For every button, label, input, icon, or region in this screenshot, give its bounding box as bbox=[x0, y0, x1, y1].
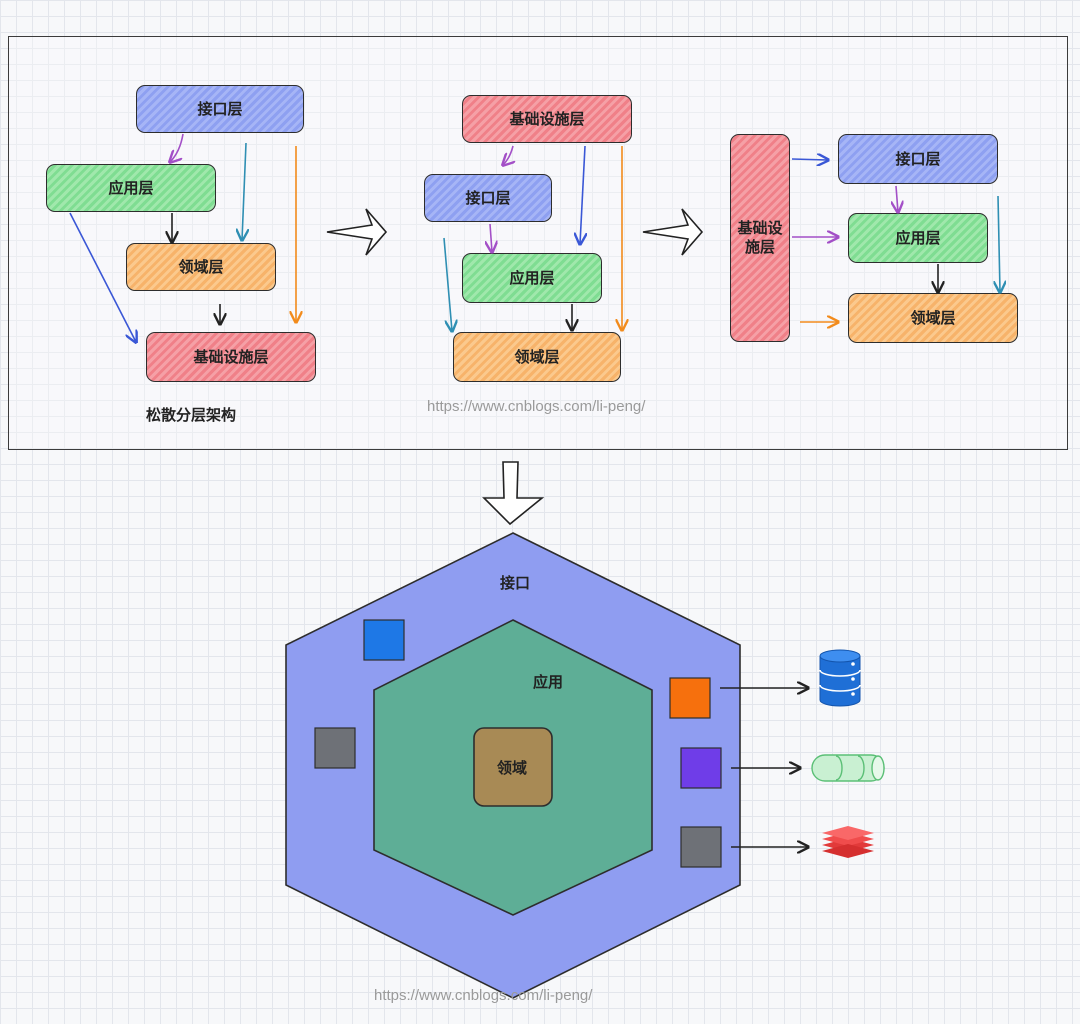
interface-layer-label: 接口层 bbox=[895, 149, 941, 168]
port-orange-square bbox=[669, 677, 711, 719]
application-layer-label: 应用层 bbox=[509, 268, 555, 287]
domain-layer-label: 领域层 bbox=[178, 257, 224, 276]
infrastructure-layer-label: 基础设 施层 bbox=[737, 219, 783, 256]
layered-caption: 松散分层架构 bbox=[146, 406, 237, 424]
application-layer-label: 应用层 bbox=[895, 228, 941, 247]
port-purple-square bbox=[680, 747, 722, 789]
domain-layer-label: 领域层 bbox=[514, 347, 560, 366]
dip-arrows bbox=[443, 145, 622, 331]
transition-arrow-down bbox=[482, 461, 545, 526]
arrow-interface-to-application-2 bbox=[490, 223, 492, 252]
application-layer-label: 应用层 bbox=[108, 178, 154, 197]
arrow-interface-to-application bbox=[170, 133, 184, 162]
database-icon bbox=[819, 649, 861, 707]
infrastructure-layer-label: 基础设施层 bbox=[193, 347, 269, 366]
arrow-interface-to-domain-3 bbox=[998, 195, 1000, 292]
moved-arrows bbox=[791, 159, 1000, 322]
watermark-top: https://www.cnblogs.com/li-peng/ bbox=[427, 398, 646, 415]
interface-layer-box-1: 接口层 bbox=[136, 85, 304, 133]
infrastructure-layer-label: 基础设施层 bbox=[509, 109, 585, 128]
arrow-infra-to-interface bbox=[503, 145, 513, 165]
interface-layer-label: 接口层 bbox=[465, 188, 511, 207]
infrastructure-layer-box-2: 基础设施层 bbox=[462, 95, 632, 143]
watermark-bottom: https://www.cnblogs.com/li-peng/ bbox=[374, 987, 593, 1004]
arrow-interface-to-domain bbox=[242, 142, 246, 240]
application-layer-box-1: 应用层 bbox=[46, 164, 216, 212]
transition-arrow-right-1 bbox=[326, 208, 388, 256]
interface-layer-box-3: 接口层 bbox=[838, 134, 998, 184]
infrastructure-layer-box-3: 基础设 施层 bbox=[730, 134, 790, 342]
arrow-infra-to-application bbox=[580, 145, 585, 244]
hexagon-diagram: 接口 应用 领域 bbox=[285, 532, 885, 999]
interface-layer-label: 接口层 bbox=[197, 99, 243, 118]
port-gray-square-left bbox=[314, 727, 356, 769]
interface-layer-box-2: 接口层 bbox=[424, 174, 552, 222]
transition-arrow-right-2 bbox=[642, 208, 704, 256]
arrow-application-to-infrastructure bbox=[69, 212, 136, 342]
hex-inner-label: 应用 bbox=[533, 673, 563, 691]
layers-stack-icon bbox=[822, 826, 874, 858]
domain-layer-label: 领域层 bbox=[910, 308, 956, 327]
arrow-interface-to-application-3 bbox=[896, 185, 898, 212]
layered-arrows bbox=[69, 133, 296, 342]
domain-core bbox=[473, 727, 553, 807]
arrow-interface-to-domain-2 bbox=[443, 237, 452, 331]
hex-core-label: 领域 bbox=[496, 759, 527, 777]
queue-icon bbox=[811, 754, 885, 782]
domain-layer-box-3: 领域层 bbox=[848, 293, 1018, 343]
domain-layer-box-1: 领域层 bbox=[126, 243, 276, 291]
application-layer-box-2: 应用层 bbox=[462, 253, 602, 303]
port-blue-square bbox=[363, 619, 405, 661]
arrow-infra-to-interface-3 bbox=[791, 159, 828, 160]
hex-outer-label: 接口 bbox=[500, 574, 530, 592]
application-layer-box-3: 应用层 bbox=[848, 213, 988, 263]
port-gray-square-right bbox=[680, 826, 722, 868]
infrastructure-layer-box-1: 基础设施层 bbox=[146, 332, 316, 382]
domain-layer-box-2: 领域层 bbox=[453, 332, 621, 382]
